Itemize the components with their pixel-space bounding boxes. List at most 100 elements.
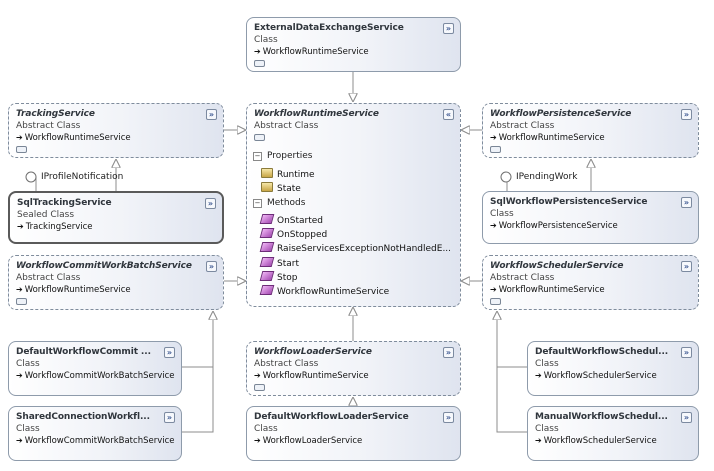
property-icon xyxy=(261,182,273,192)
expand-button[interactable]: » xyxy=(164,412,175,423)
inherit-arrow-icon: ➔ xyxy=(254,436,261,445)
method-item[interactable]: OnStopped xyxy=(259,228,327,240)
class-loader[interactable]: WorkflowLoaderService Abstract Class ➔Wo… xyxy=(246,341,461,396)
base-class-name: WorkflowRuntimeService xyxy=(498,133,605,143)
class-runtime[interactable]: WorkflowRuntimeService Abstract Class « … xyxy=(246,103,461,307)
class-name: ExternalDataExchangeService xyxy=(254,23,404,33)
table-icon xyxy=(16,146,27,153)
methods-section[interactable]: −Methods xyxy=(253,198,305,208)
expand-button[interactable]: » xyxy=(443,412,454,423)
class-defaultscheduler[interactable]: DefaultWorkflowSchedul... Class ➔Workflo… xyxy=(527,341,699,396)
expand-button[interactable]: » xyxy=(443,347,454,358)
expand-button[interactable]: » xyxy=(206,261,217,272)
collapse-button[interactable]: « xyxy=(443,109,454,120)
class-sharedconn[interactable]: SharedConnectionWorkfl... Class ➔Workflo… xyxy=(8,406,182,461)
base-class: ➔WorkflowRuntimeService xyxy=(254,371,369,381)
method-item[interactable]: OnStarted xyxy=(259,214,323,226)
class-name: WorkflowRuntimeService xyxy=(254,109,379,119)
inherit-defaultscheduler-scheduler xyxy=(497,311,527,368)
class-kind: Abstract Class xyxy=(254,359,319,369)
property-item[interactable]: Runtime xyxy=(261,168,315,180)
inherit-arrow-icon: ➔ xyxy=(535,371,542,380)
inherit-arrow-icon: ➔ xyxy=(535,436,542,445)
class-kind: Sealed Class xyxy=(17,210,75,220)
base-class: ➔WorkflowSchedulerService xyxy=(535,436,657,446)
expand-button[interactable]: » xyxy=(164,347,175,358)
method-item[interactable]: Start xyxy=(259,257,299,269)
base-class-name: WorkflowPersistenceService xyxy=(498,221,618,231)
class-kind: Class xyxy=(490,209,514,219)
class-commitbatch[interactable]: WorkflowCommitWorkBatchService Abstract … xyxy=(8,255,224,310)
property-item[interactable]: State xyxy=(261,182,301,194)
base-class-name: WorkflowCommitWorkBatchService xyxy=(24,371,175,381)
class-sqltracking[interactable]: SqlTrackingService Sealed Class ➔Trackin… xyxy=(8,191,224,244)
class-kind: Class xyxy=(254,424,278,434)
class-kind: Abstract Class xyxy=(490,121,555,131)
inherit-arrow-icon: ➔ xyxy=(17,222,24,231)
class-name: SqlWorkflowPersistenceService xyxy=(490,197,648,207)
class-defaultcommit[interactable]: DefaultWorkflowCommit ... Class ➔Workflo… xyxy=(8,341,182,396)
base-class-name: WorkflowSchedulerService xyxy=(543,371,657,381)
class-kind: Abstract Class xyxy=(490,273,555,283)
class-name: WorkflowSchedulerService xyxy=(490,261,624,271)
expand-button[interactable]: » xyxy=(681,109,692,120)
class-kind: Abstract Class xyxy=(254,121,319,131)
iface-profile-circle xyxy=(25,171,37,183)
inherit-arrow-icon: ➔ xyxy=(490,221,497,230)
table-icon xyxy=(254,384,265,391)
inherit-arrow-icon: ➔ xyxy=(490,285,497,294)
base-class: ➔WorkflowRuntimeService xyxy=(490,133,605,143)
base-class-name: WorkflowCommitWorkBatchService xyxy=(24,436,175,446)
base-class-name: WorkflowLoaderService xyxy=(262,436,363,446)
base-class-name: WorkflowRuntimeService xyxy=(498,285,605,295)
inherit-arrow-icon: ➔ xyxy=(16,133,23,142)
method-item[interactable]: RaiseServicesExceptionNotHandledE... xyxy=(259,242,451,254)
class-kind: Class xyxy=(535,359,559,369)
class-name: WorkflowLoaderService xyxy=(254,347,372,357)
class-name: DefaultWorkflowSchedul... xyxy=(535,347,669,357)
class-sqlpersistence[interactable]: SqlWorkflowPersistenceService Class ➔Wor… xyxy=(482,191,699,244)
expand-button[interactable]: » xyxy=(681,412,692,423)
base-class-name: WorkflowRuntimeService xyxy=(262,47,369,57)
expand-button[interactable]: » xyxy=(443,23,454,34)
inherit-arrow-icon: ➔ xyxy=(254,47,261,56)
class-scheduler[interactable]: WorkflowSchedulerService Abstract Class … xyxy=(482,255,699,310)
class-defaultloader[interactable]: DefaultWorkflowLoaderService Class ➔Work… xyxy=(246,406,461,461)
class-kind: Abstract Class xyxy=(16,273,81,283)
collapse-minus-icon[interactable]: − xyxy=(253,152,262,161)
expand-button[interactable]: » xyxy=(205,198,216,209)
expand-button[interactable]: » xyxy=(681,261,692,272)
table-icon xyxy=(254,60,265,67)
class-external[interactable]: ExternalDataExchangeService Class ➔Workf… xyxy=(246,17,461,72)
properties-section[interactable]: −Properties xyxy=(253,151,312,161)
base-class: ➔WorkflowPersistenceService xyxy=(490,221,618,231)
method-icon xyxy=(259,257,275,267)
iface-pending-circle xyxy=(500,171,512,183)
method-item[interactable]: Stop xyxy=(259,271,297,283)
class-kind: Class xyxy=(16,359,40,369)
base-class-name: WorkflowSchedulerService xyxy=(543,436,657,446)
base-class: ➔WorkflowLoaderService xyxy=(254,436,362,446)
inherit-arrow-icon: ➔ xyxy=(490,133,497,142)
expand-button[interactable]: » xyxy=(206,109,217,120)
class-name: DefaultWorkflowCommit ... xyxy=(16,347,151,357)
base-class-name: WorkflowRuntimeService xyxy=(24,133,131,143)
class-persistence[interactable]: WorkflowPersistenceService Abstract Clas… xyxy=(482,103,699,158)
inherit-arrow-icon: ➔ xyxy=(254,371,261,380)
property-icon xyxy=(261,168,273,178)
expand-button[interactable]: » xyxy=(681,347,692,358)
method-item[interactable]: WorkflowRuntimeService xyxy=(259,285,389,297)
class-manualscheduler[interactable]: ManualWorkflowSchedul... Class ➔Workflow… xyxy=(527,406,699,461)
class-tracking[interactable]: TrackingService Abstract Class ➔Workflow… xyxy=(8,103,224,158)
inherit-arrow-icon: ➔ xyxy=(16,285,23,294)
collapse-minus-icon[interactable]: − xyxy=(253,199,262,208)
method-icon xyxy=(259,228,275,238)
table-icon xyxy=(16,298,27,305)
section-label: Properties xyxy=(267,151,313,161)
class-kind: Class xyxy=(535,424,559,434)
base-class: ➔WorkflowSchedulerService xyxy=(535,371,657,381)
base-class: ➔TrackingService xyxy=(17,222,93,232)
expand-button[interactable]: » xyxy=(681,197,692,208)
base-class: ➔WorkflowRuntimeService xyxy=(16,133,131,143)
